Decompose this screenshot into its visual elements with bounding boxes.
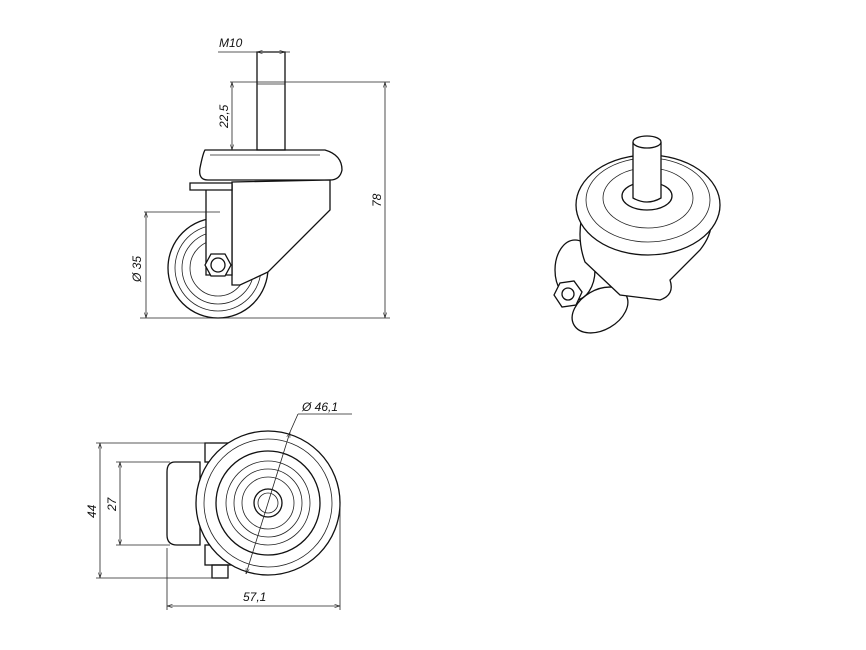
iso-stem: [632, 142, 662, 203]
top-view: 44 27 57,1 Ø 46,1: [85, 400, 352, 610]
iso-nut: [553, 280, 583, 308]
fork-bracket: [231, 179, 331, 286]
swivel-plate: [199, 149, 343, 181]
stem-height-label: 22,5: [217, 104, 231, 129]
fork-body: [166, 461, 201, 546]
length-label: 57,1: [243, 590, 266, 604]
width-inner-label: 27: [105, 496, 119, 512]
threaded-stem: [256, 51, 286, 151]
isometric-view: [553, 135, 721, 334]
axle-nut: [204, 253, 232, 277]
wheel-diameter-top-label: Ø 46,1: [301, 400, 338, 414]
width-outer-label: 44: [85, 504, 99, 518]
thread-label: M10: [219, 36, 243, 50]
side-view: M10 22,5 78 Ø 35: [130, 36, 390, 319]
total-height-label: 78: [370, 193, 384, 207]
wheel-diameter-side-label: Ø 35: [130, 256, 144, 283]
